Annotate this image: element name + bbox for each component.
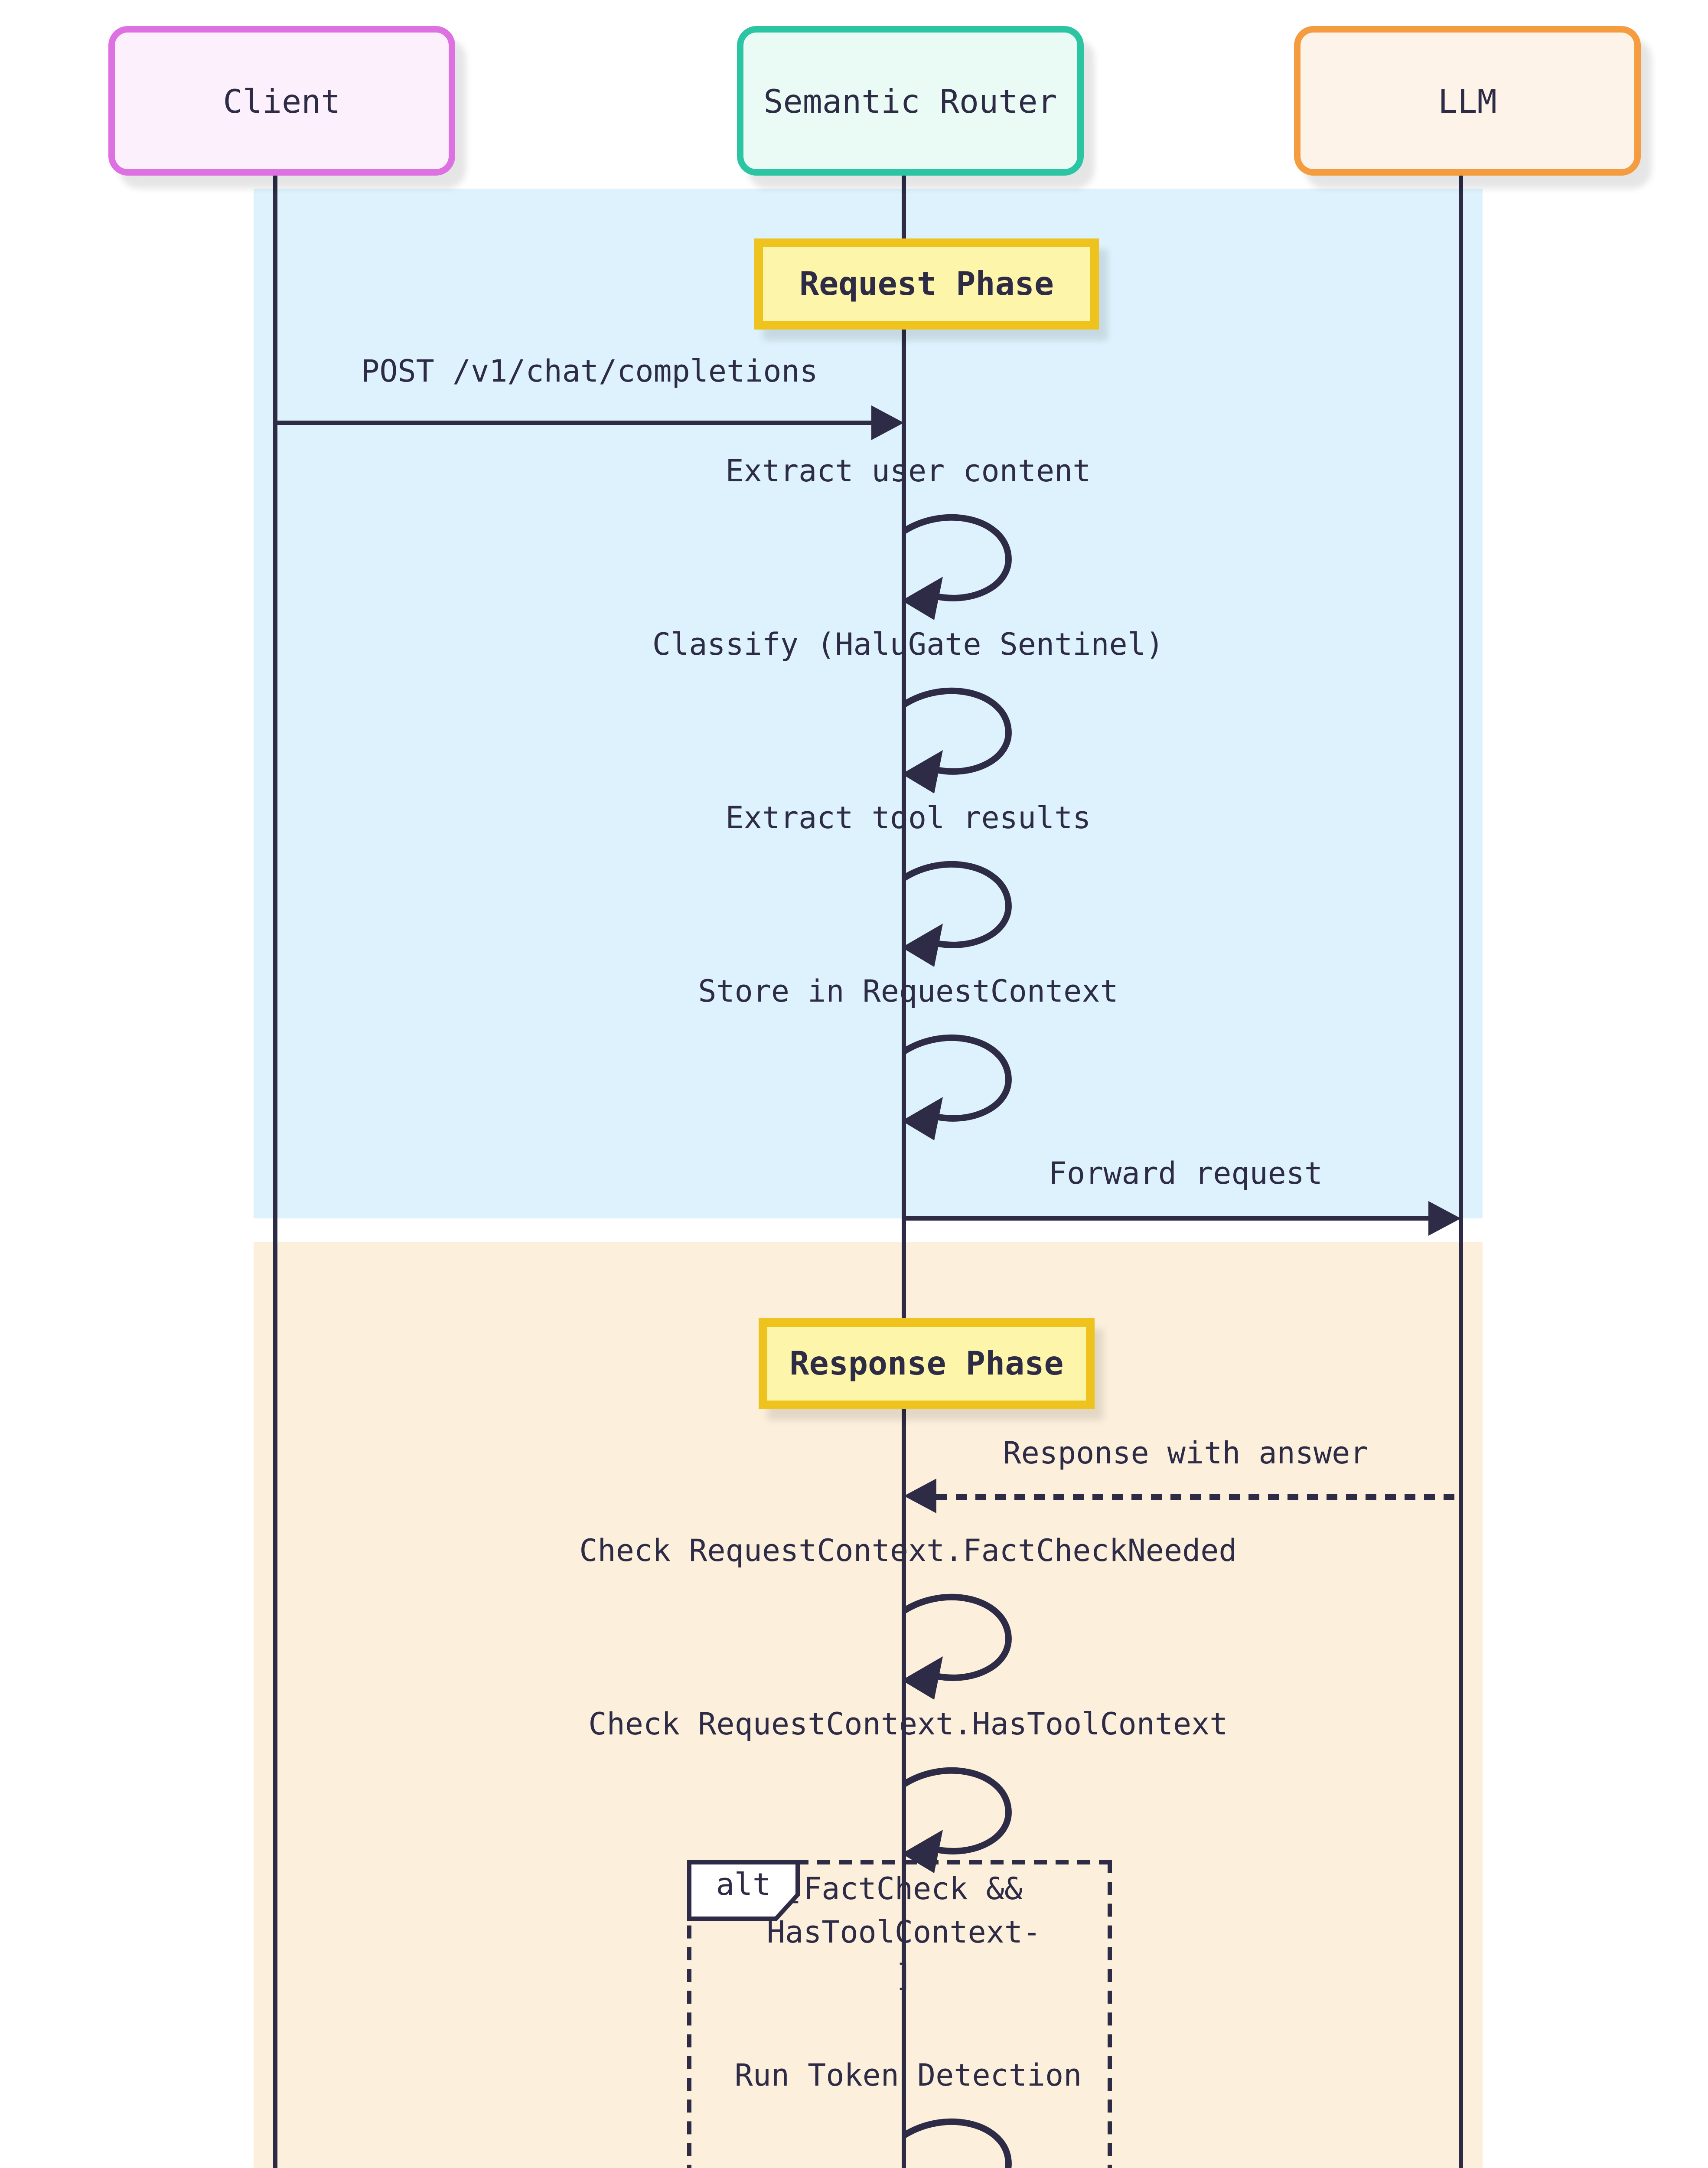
- request-phase-title: Request Phase: [754, 238, 1099, 330]
- message-store-context: Store in RequestContext: [698, 976, 1118, 1010]
- post-arrow-line: [275, 421, 874, 425]
- self-loop-arrow: [902, 1769, 1032, 1877]
- lifeline-semantic-router: [902, 163, 906, 2168]
- actor-llm-top: LLM: [1294, 26, 1641, 176]
- message-forward: Forward request: [1048, 1158, 1323, 1192]
- message-extract-user: Extract user content: [725, 455, 1091, 490]
- self-loop-arrow: [902, 516, 1032, 624]
- self-loop-arrow: [902, 2120, 1032, 2168]
- self-loop-arrow: [902, 863, 1032, 971]
- message-response-answer: Response with answer: [1003, 1437, 1369, 1472]
- message-classify: Classify (HaluGate Sentinel): [652, 629, 1164, 663]
- self-loop-arrow: [902, 1036, 1032, 1145]
- actor-label: Client: [223, 81, 341, 121]
- phase-label: Response Phase: [789, 1344, 1064, 1383]
- response-answer-arrowhead: [904, 1479, 936, 1513]
- self-loop-arrow: [902, 689, 1032, 798]
- alt-frame: [687, 1860, 1112, 2168]
- request-phase-band: [254, 189, 1483, 1218]
- actor-label: Semantic Router: [763, 81, 1057, 121]
- alt-badge: alt: [687, 1860, 800, 1921]
- self-loop-arrow: [902, 1596, 1032, 1704]
- actor-label: LLM: [1438, 81, 1497, 121]
- alt-condition-line: ]: [894, 1960, 913, 1995]
- response-answer-arrow-line: [936, 1494, 1461, 1500]
- message-post: POST /v1/chat/completions: [361, 356, 818, 390]
- lifeline-llm: [1459, 163, 1463, 2168]
- alt-condition-1: [FactCheck && HasToolContext- ]: [713, 1869, 1095, 1999]
- actor-semantic-router-top: Semantic Router: [737, 26, 1084, 176]
- alt-badge-label: alt: [716, 1869, 771, 1904]
- alt-condition-line: HasToolContext-: [766, 1917, 1041, 1951]
- message-run-token-detection: Run Token Detection: [734, 2060, 1082, 2094]
- forward-arrow-line: [906, 1216, 1428, 1221]
- phase-label: Request Phase: [799, 264, 1054, 304]
- message-extract-tools: Extract tool results: [725, 802, 1091, 837]
- lifeline-client: [273, 163, 277, 2168]
- post-arrowhead: [871, 405, 904, 440]
- actor-client-top: Client: [108, 26, 455, 176]
- forward-arrowhead: [1428, 1201, 1461, 1236]
- message-check-factcheck: Check RequestContext.FactCheckNeeded: [579, 1535, 1237, 1570]
- alt-badge-shape: [687, 1860, 800, 1921]
- response-phase-title: Response Phase: [759, 1318, 1095, 1409]
- alt-condition-line: [FactCheck &&: [785, 1873, 1023, 1908]
- message-check-toolcontext: Check RequestContext.HasToolContext: [588, 1708, 1228, 1743]
